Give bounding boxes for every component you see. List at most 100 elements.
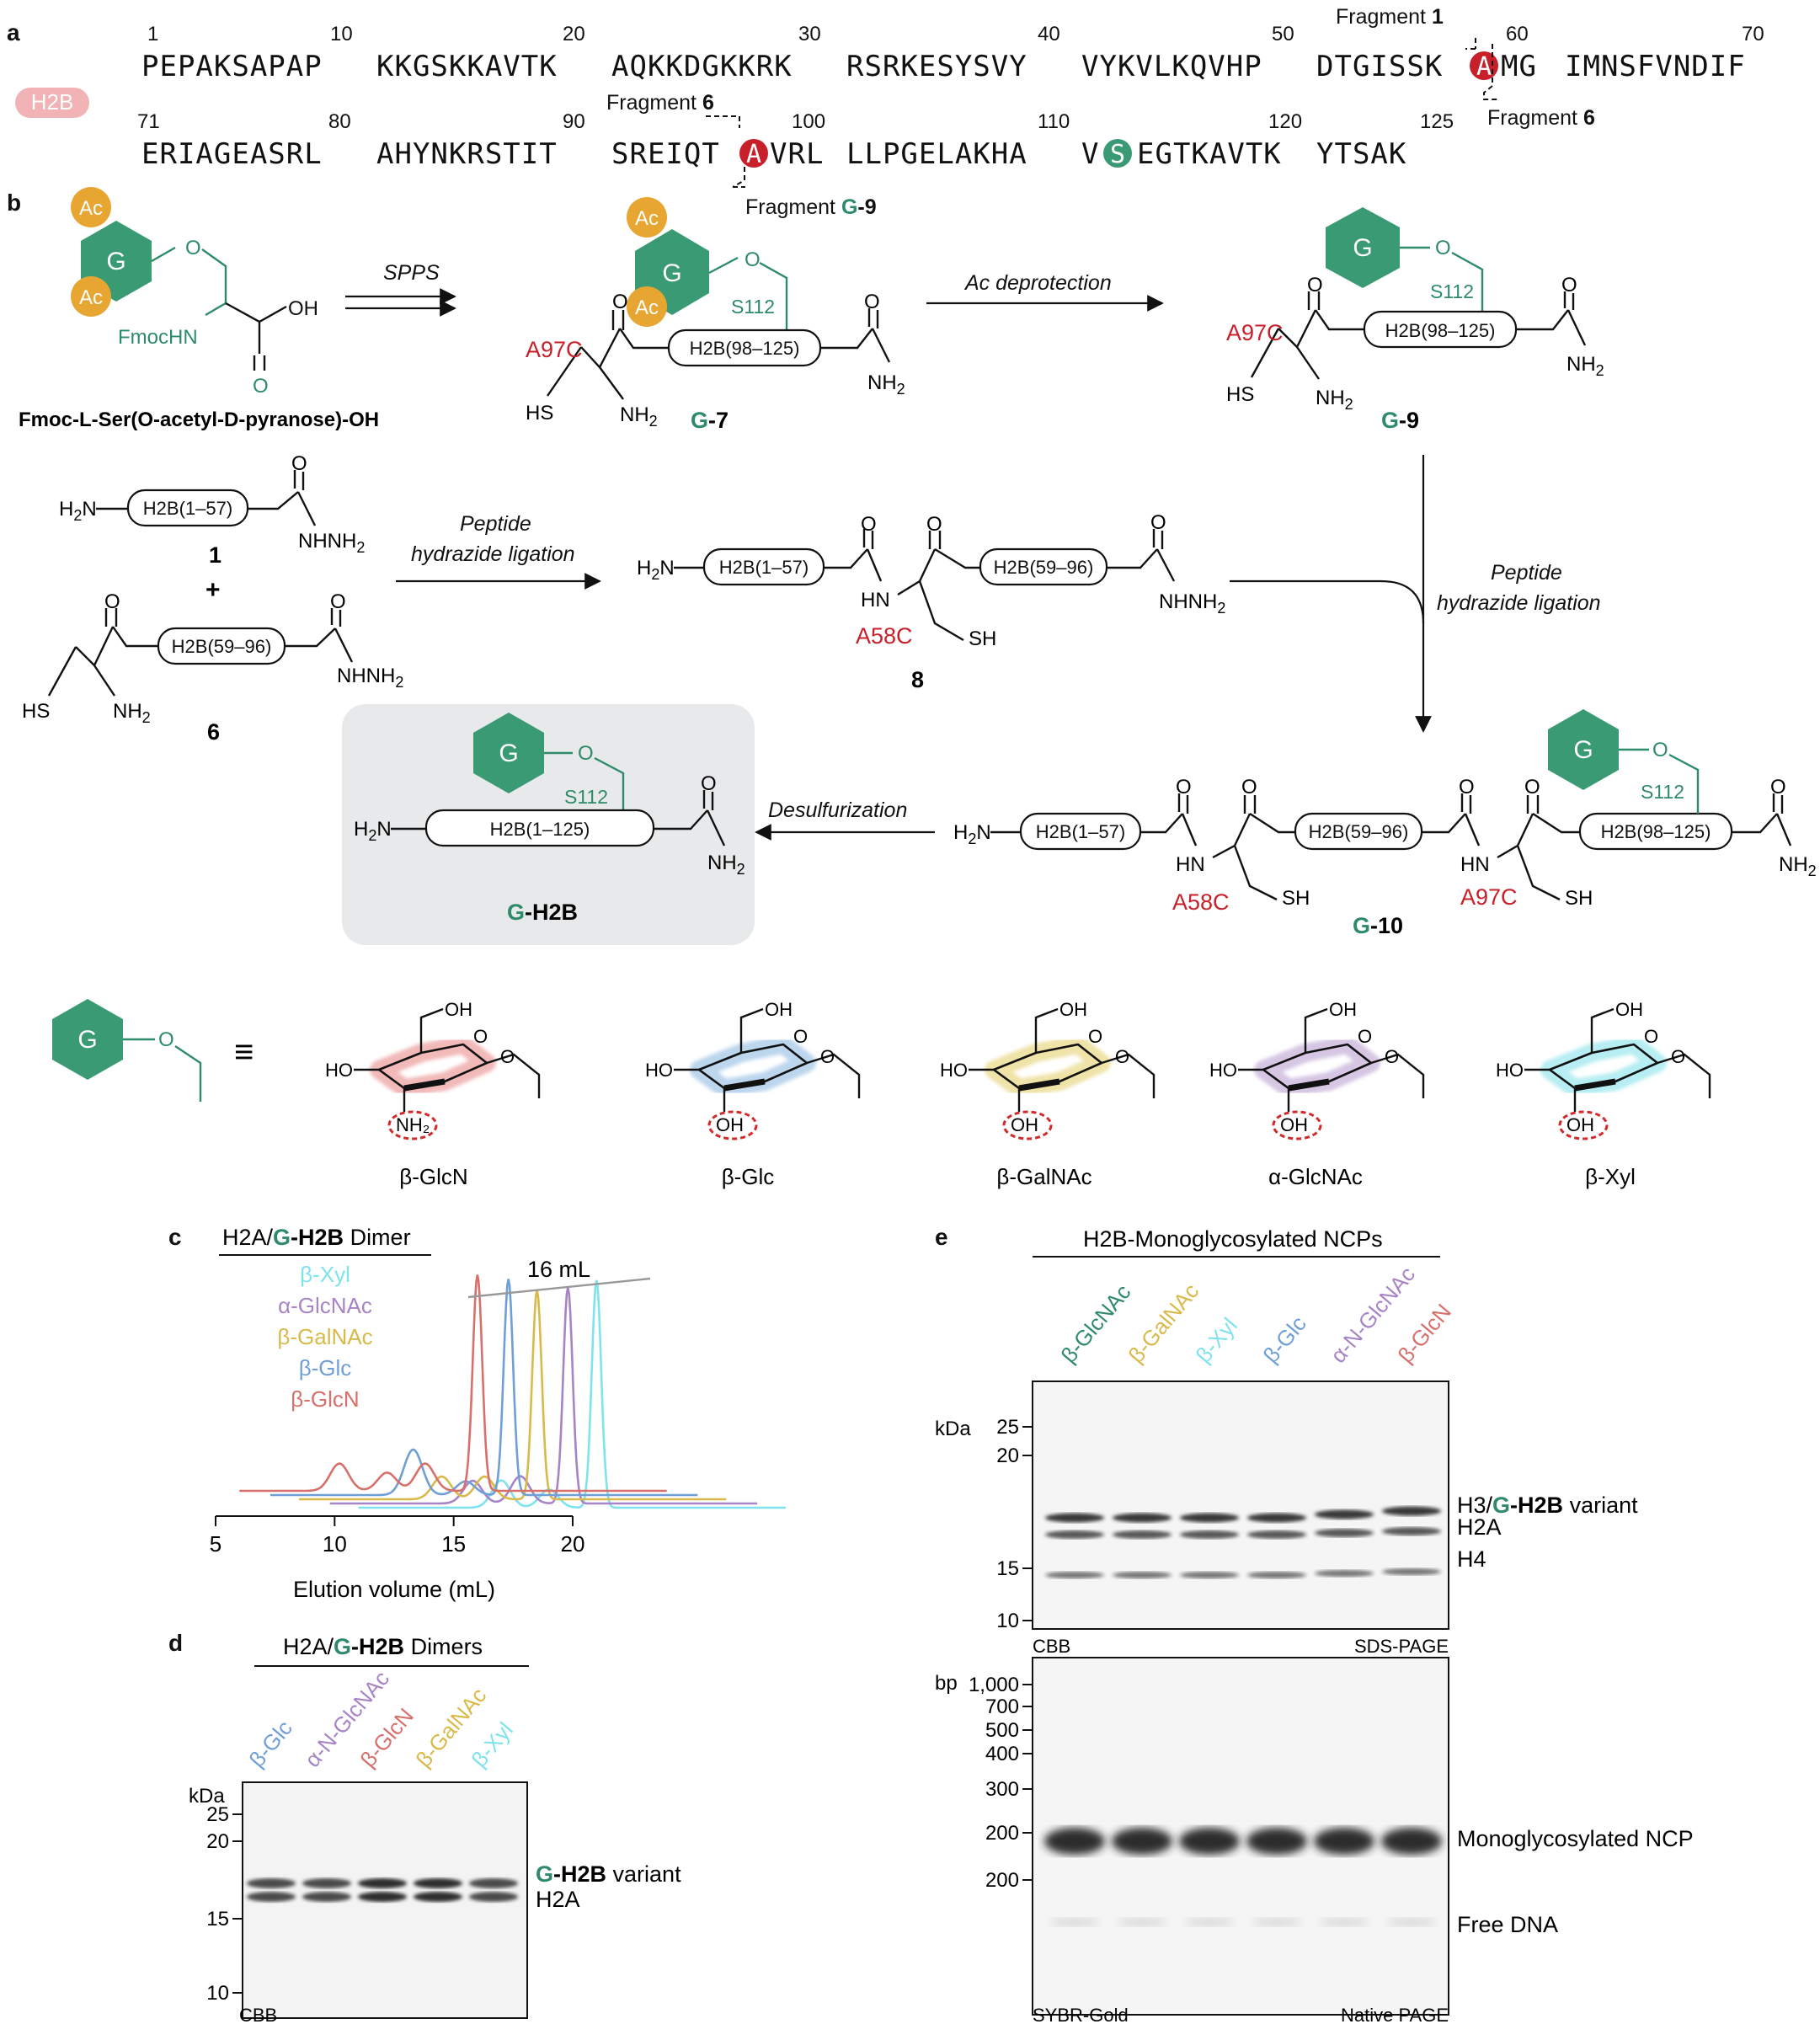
sequence-block: MG	[1501, 50, 1537, 83]
acetyl-label: Ac	[635, 296, 659, 319]
plus-sign: +	[205, 576, 221, 604]
gel-band	[1045, 1572, 1104, 1578]
marker-label: 10	[996, 1610, 1019, 1632]
atom-label: HS	[526, 402, 553, 425]
acetyl-group	[627, 286, 667, 327]
gel-band	[1247, 1572, 1306, 1578]
marker-label: 200	[985, 1869, 1019, 1892]
gel-band	[1315, 1570, 1374, 1577]
atom-label: O	[104, 590, 120, 613]
acetyl-label: Ac	[635, 207, 659, 230]
lane-label: β-GlcN	[1393, 1299, 1456, 1368]
residue-number: 60	[1506, 23, 1529, 45]
sugar-name-glcn: β-GlcN	[399, 1164, 467, 1189]
atom-label: HO	[645, 1060, 673, 1081]
atom-label: O	[793, 1026, 808, 1047]
compound-g7: G Ac Ac O S112 H2B(98–125) O NH2 O HS NH…	[526, 197, 905, 433]
atom-label: O	[1561, 274, 1577, 296]
compound-label: G-H2B	[507, 900, 578, 925]
acetyl-group	[627, 197, 667, 238]
marker-label: 15	[996, 1557, 1019, 1580]
lane-label: β-GalNAc	[1123, 1279, 1204, 1368]
acetyl-group	[71, 276, 111, 317]
gel-band	[414, 1892, 462, 1902]
lane-label: β-Glc	[1258, 1311, 1311, 1368]
residue-number: 70	[1742, 23, 1764, 45]
atom-label: HO	[1496, 1060, 1524, 1081]
peptide-label: H2B(59–96)	[1309, 821, 1409, 842]
atom-label: H2N	[637, 557, 675, 583]
sugar-name-galnac: β-GalNAc	[996, 1164, 1091, 1189]
gel-band	[1179, 1828, 1240, 1855]
highlight-circle	[707, 1110, 758, 1140]
building-block-name: Fmoc-L-Ser(O-acetyl-D-pyranose)-OH	[19, 409, 379, 431]
legend-entry: β-Glc	[299, 1355, 352, 1380]
gel-band	[1180, 1513, 1239, 1523]
atom-label: O	[1385, 1046, 1399, 1067]
atom-label: O	[253, 375, 269, 398]
band-label-h4: H4	[1457, 1546, 1486, 1572]
compound-g-h2b: G O S112 H2N H2B(1–125) O NH2 G-H2B	[354, 713, 745, 925]
atom-label: O	[291, 452, 307, 475]
gel-band	[469, 1878, 518, 1888]
marker-label: 200	[985, 1822, 1019, 1845]
legend-entry: α-GlcNAc	[278, 1293, 372, 1318]
gel-band	[358, 1892, 407, 1902]
sequence-block: KKGSKKAVTK	[376, 50, 558, 83]
series-line	[358, 1279, 786, 1509]
atom-label: SH	[1282, 887, 1310, 910]
marker-label: 300	[985, 1778, 1019, 1801]
stain-label: CBB	[239, 2005, 277, 2024]
building-block-structure: G Ac Ac O FmocHN O OH	[71, 187, 318, 398]
atom-label: NHNH2	[298, 530, 365, 556]
glycosylation-site-s112	[1103, 139, 1132, 168]
compound-label: G-7	[691, 408, 729, 433]
compound-6: H2B(59–96) O NHNH2 O HS NH2 6	[22, 590, 403, 745]
sugar-label: G	[499, 740, 518, 767]
gel-type-label: Native PAGE	[1341, 2005, 1449, 2024]
atom-label: OH	[1280, 1114, 1308, 1135]
sequence-block: AQKKDGKKRK	[611, 50, 793, 83]
sugar-hexagon	[52, 999, 123, 1080]
gel-band	[247, 1892, 296, 1902]
gel-band	[1381, 1828, 1442, 1855]
residue-number: 50	[1272, 23, 1294, 45]
residue-number: 100	[792, 110, 825, 133]
residue-label: S112	[731, 296, 775, 318]
residue-number: 125	[1420, 110, 1454, 133]
sugar-label: G	[1573, 736, 1593, 764]
mutation-label: A58C	[1172, 889, 1230, 915]
gel-band	[1314, 1828, 1374, 1855]
sugar-label: G	[77, 1026, 97, 1054]
atom-label: O	[578, 742, 594, 765]
sequence-block: IMNSFVNDIF	[1565, 50, 1746, 83]
atom-label: OH	[1059, 999, 1087, 1020]
marker-label: 400	[985, 1743, 1019, 1765]
atom-label: O	[1088, 1026, 1102, 1047]
lane-label: β-Xyl	[1191, 1313, 1242, 1368]
band-label-free-dna: Free DNA	[1457, 1912, 1558, 1937]
atom-label: OH	[716, 1114, 744, 1135]
atom-label: H2N	[59, 498, 97, 524]
atom-label: NH2	[1566, 353, 1604, 379]
peptide-label: H2B(98–125)	[1601, 821, 1711, 842]
sequence-block: RSRKESYSVY	[846, 50, 1027, 83]
step-desulfurization: Desulfurization	[768, 798, 907, 822]
gel-band	[1315, 1529, 1374, 1537]
atom-label: O	[1176, 776, 1192, 798]
atom-label: OH	[1566, 1114, 1594, 1135]
band-label-ncp: Monoglycosylated NCP	[1457, 1826, 1694, 1851]
atom-label: OH	[1329, 999, 1357, 1020]
sequence-row-1: 1 10 20 30 40 50 60 70 PEPAKSAPAP KKGSKK…	[141, 23, 1764, 83]
atom-label: O	[1644, 1026, 1658, 1047]
band-label-g-h2b: G-H2B variant	[536, 1861, 681, 1887]
sequence-block: VRL	[770, 137, 824, 171]
bp-label: bp	[935, 1672, 958, 1695]
gel-band	[1045, 1513, 1104, 1523]
mutation-label: A58C	[856, 623, 913, 649]
peptide-label: H2B(1–125)	[490, 819, 590, 840]
gel-type-label: SDS-PAGE	[1354, 1636, 1449, 1657]
